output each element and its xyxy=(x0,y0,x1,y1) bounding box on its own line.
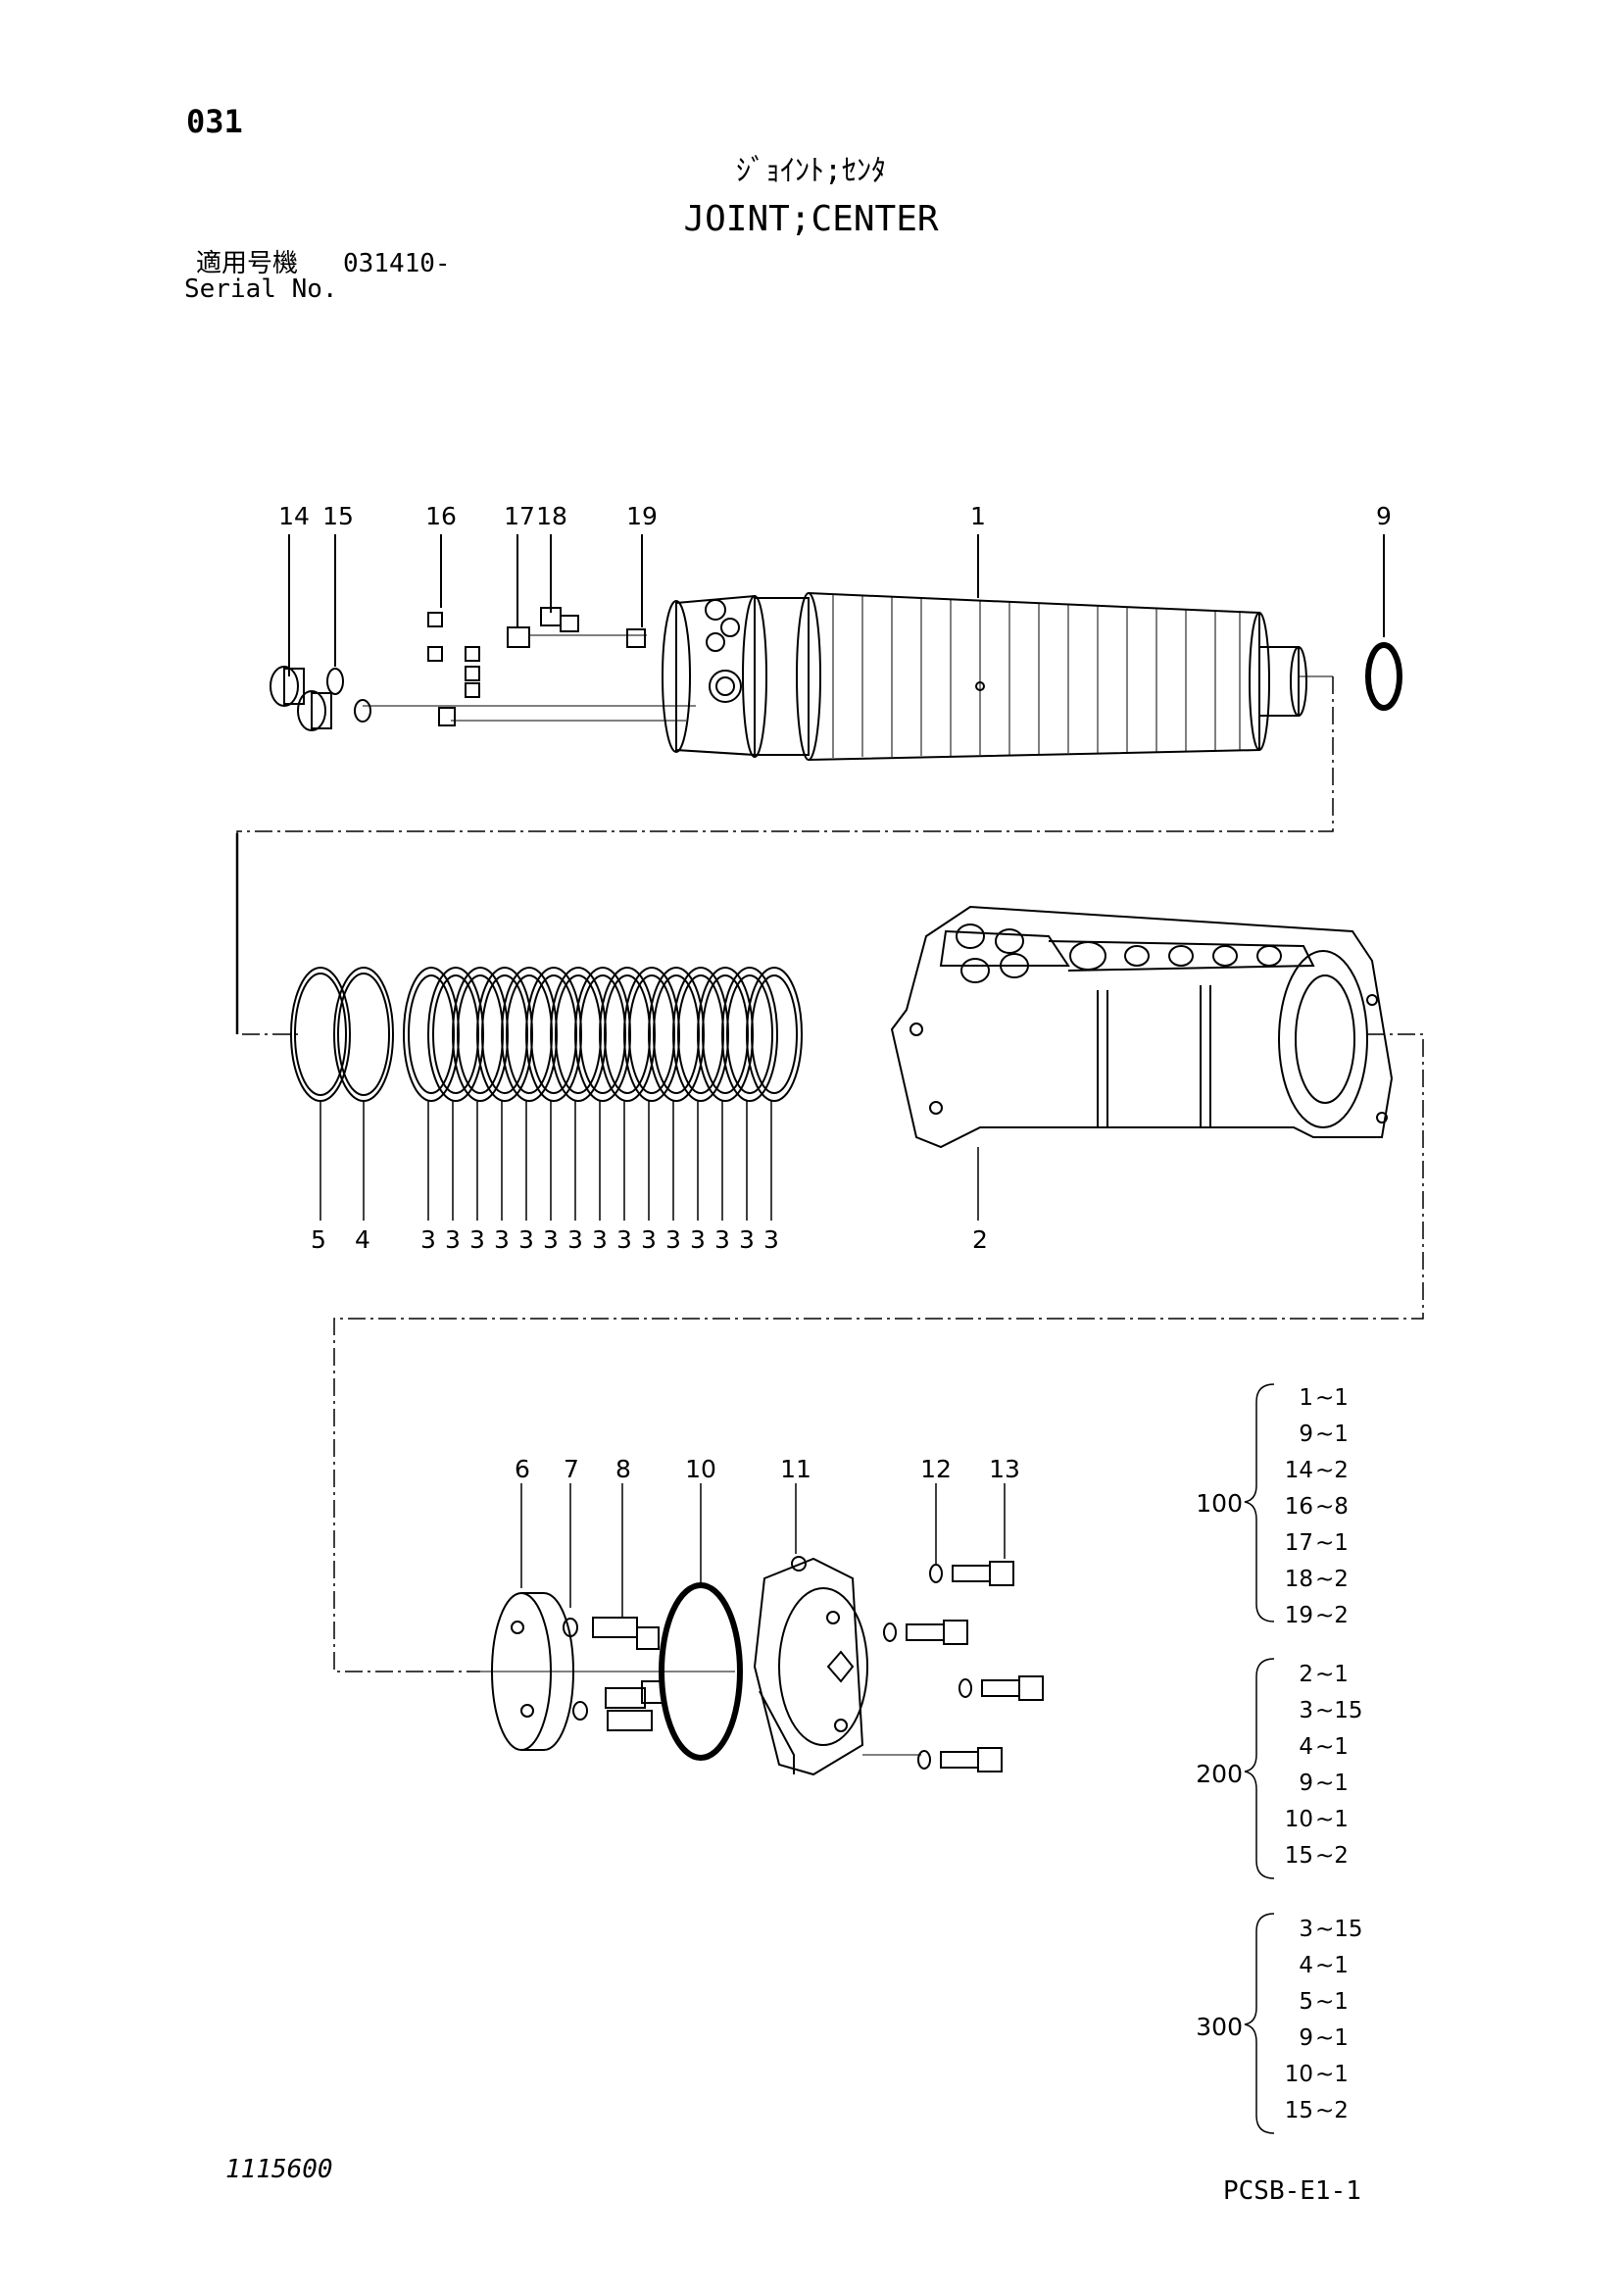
callout-3: 3 xyxy=(543,1225,559,1254)
kit-200-qty: ~1 xyxy=(1315,1771,1349,1796)
kit-200-qty: ~2 xyxy=(1315,1843,1349,1869)
callout-labels: 14 15 16 17 18 19 1 9 5 4 3 3 3 3 3 3 3 … xyxy=(278,502,1392,1483)
joint-housing xyxy=(890,905,1394,1221)
callout-8: 8 xyxy=(615,1455,631,1483)
kit-200-qty: ~1 xyxy=(1315,1807,1349,1832)
callout-3: 3 xyxy=(420,1225,436,1254)
kit-100-qty: ~1 xyxy=(1315,1385,1349,1411)
callout-3: 3 xyxy=(641,1225,657,1254)
callout-5: 5 xyxy=(311,1225,326,1254)
joint-body-assembly xyxy=(270,534,1402,761)
kit-200-qty: ~1 xyxy=(1315,1662,1349,1687)
kit-300-part: 10 xyxy=(1285,2062,1313,2087)
kit-100-qty: ~2 xyxy=(1315,1567,1349,1592)
cover-assembly xyxy=(480,1483,1044,1776)
kit-100-qty: ~1 xyxy=(1315,1422,1349,1447)
kit-100-part: 1 xyxy=(1299,1385,1313,1411)
kit-300-qty: ~15 xyxy=(1315,1917,1363,1942)
serial-number-value: 031410- xyxy=(343,249,451,278)
callout-3: 3 xyxy=(714,1225,730,1254)
callout-1: 1 xyxy=(970,502,986,530)
kit-300-qty: ~1 xyxy=(1315,1989,1349,2015)
callout-7: 7 xyxy=(564,1455,579,1483)
title-japanese: ｼﾞｮｲﾝﾄ;ｾﾝﾀ xyxy=(735,154,887,188)
callout-16: 16 xyxy=(425,502,457,530)
callout-9: 9 xyxy=(1376,502,1392,530)
kit-300-label: 300 xyxy=(1196,2013,1243,2041)
page-code: PCSB-E1-1 xyxy=(1223,2176,1361,2206)
kit-300-qty: ~1 xyxy=(1315,1953,1349,1978)
title-english: JOINT;CENTER xyxy=(683,199,939,239)
kit-300-qty: ~2 xyxy=(1315,2098,1349,2123)
kit-100-part: 16 xyxy=(1285,1494,1313,1520)
kit-300-part: 15 xyxy=(1285,2098,1313,2123)
callout-18: 18 xyxy=(536,502,567,530)
kit-200-part: 3 xyxy=(1299,1698,1313,1723)
kit-300-qty: ~1 xyxy=(1315,2062,1349,2087)
kit-200-part: 2 xyxy=(1299,1662,1313,1687)
callout-3: 3 xyxy=(518,1225,534,1254)
callout-3: 3 xyxy=(592,1225,608,1254)
callout-3: 3 xyxy=(567,1225,583,1254)
callout-14: 14 xyxy=(278,502,310,530)
callout-4: 4 xyxy=(355,1225,370,1254)
kit-100-label: 100 xyxy=(1196,1489,1243,1518)
serial-label-japanese: 適用号機 xyxy=(196,249,299,278)
kit-lists: 100 200 300 1 ~1 9 ~1 14 ~2 16 ~8 17 ~1 … xyxy=(1196,1385,1362,2123)
kit-braces xyxy=(1244,1383,1275,2134)
callout-11: 11 xyxy=(780,1455,811,1483)
seal-rings xyxy=(290,967,803,1221)
kit-100-part: 14 xyxy=(1285,1458,1313,1483)
serial-label-english: Serial No. xyxy=(184,275,338,304)
callout-3: 3 xyxy=(616,1225,632,1254)
callout-19: 19 xyxy=(626,502,658,530)
kit-300-part: 5 xyxy=(1299,1989,1313,2015)
callout-12: 12 xyxy=(920,1455,952,1483)
kit-100-qty: ~1 xyxy=(1315,1530,1349,1556)
kit-100-part: 9 xyxy=(1299,1422,1313,1447)
callout-10: 10 xyxy=(685,1455,716,1483)
callout-3: 3 xyxy=(494,1225,510,1254)
kit-200-part: 9 xyxy=(1299,1771,1313,1796)
kit-300-part: 9 xyxy=(1299,2025,1313,2051)
callout-3: 3 xyxy=(690,1225,706,1254)
page-number: 031 xyxy=(186,103,243,140)
kit-100-qty: ~2 xyxy=(1315,1603,1349,1628)
kit-200-qty: ~1 xyxy=(1315,1734,1349,1760)
callout-3: 3 xyxy=(445,1225,461,1254)
kit-200-part: 10 xyxy=(1285,1807,1313,1832)
kit-300-part: 3 xyxy=(1299,1917,1313,1942)
kit-300-qty: ~1 xyxy=(1315,2025,1349,2051)
document-id: 1115600 xyxy=(225,2155,333,2184)
kit-200-part: 4 xyxy=(1299,1734,1313,1760)
kit-100-part: 17 xyxy=(1285,1530,1313,1556)
kit-200-part: 15 xyxy=(1285,1843,1313,1869)
callout-3: 3 xyxy=(763,1225,779,1254)
callout-3: 3 xyxy=(739,1225,755,1254)
callout-3: 3 xyxy=(665,1225,681,1254)
callout-17: 17 xyxy=(504,502,535,530)
callout-13: 13 xyxy=(989,1455,1020,1483)
kit-200-label: 200 xyxy=(1196,1760,1243,1788)
callout-15: 15 xyxy=(322,502,354,530)
kit-200-qty: ~15 xyxy=(1315,1698,1363,1723)
kit-100-qty: ~2 xyxy=(1315,1458,1349,1483)
kit-100-part: 18 xyxy=(1285,1567,1313,1592)
callout-2: 2 xyxy=(972,1225,988,1254)
kit-100-part: 19 xyxy=(1285,1603,1313,1628)
kit-100-qty: ~8 xyxy=(1315,1494,1349,1520)
callout-6: 6 xyxy=(515,1455,530,1483)
callout-3: 3 xyxy=(469,1225,485,1254)
kit-300-part: 4 xyxy=(1299,1953,1313,1978)
